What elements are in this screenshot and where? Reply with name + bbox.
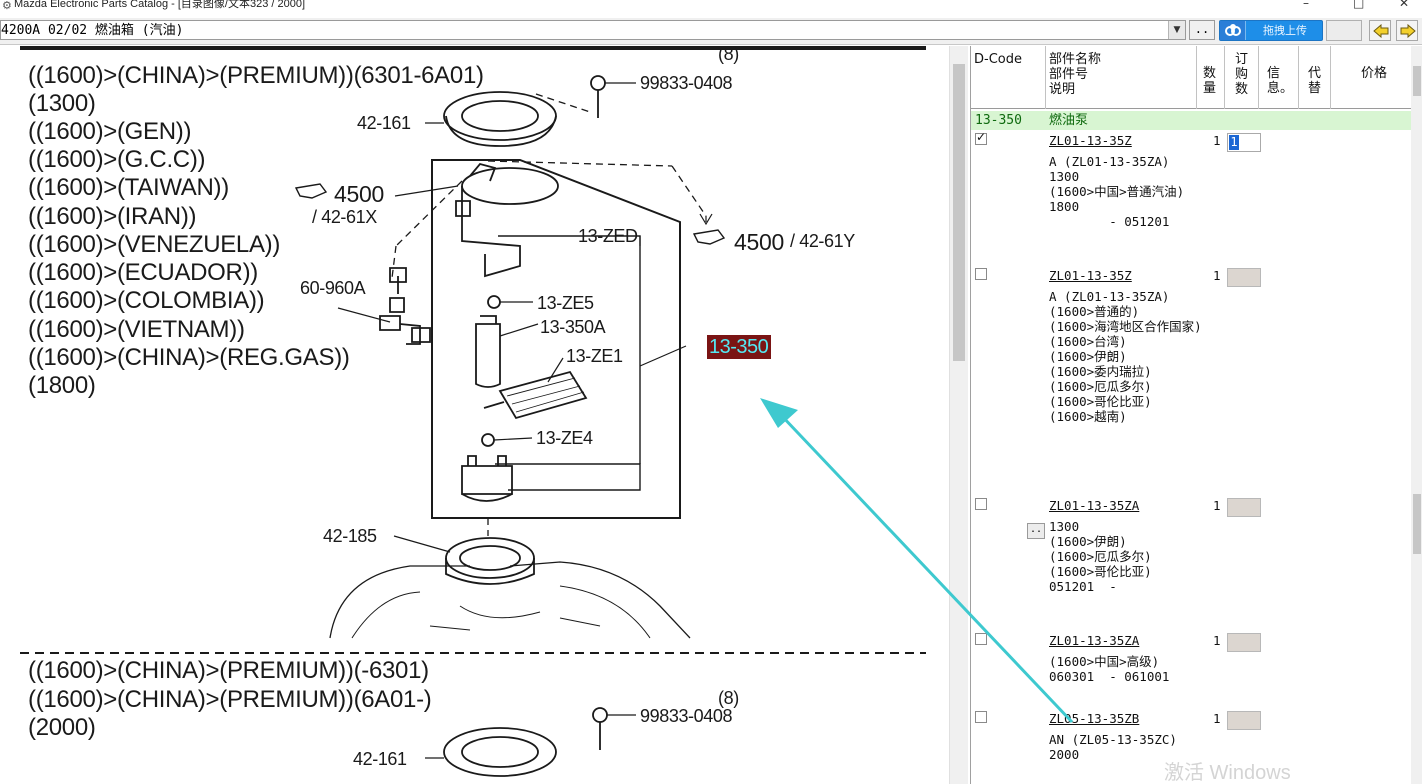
scrollbar-thumb[interactable] xyxy=(953,64,965,361)
callout-4500-left[interactable]: 4500 xyxy=(334,181,384,207)
part-number-link[interactable]: ZL05-13-35ZB xyxy=(1049,711,1140,726)
order-quantity-input[interactable] xyxy=(1227,633,1261,652)
condition-line: ((1600)>(ECUADOR)) xyxy=(28,259,258,286)
condition-line: ((1600)>(CHINA)>(PREMIUM))(-6301) xyxy=(28,657,429,684)
condition-line: ((1600)>(G.C.C)) xyxy=(28,146,206,173)
quantity: 1 xyxy=(1213,711,1221,726)
order-quantity-input[interactable]: 1 xyxy=(1227,133,1261,152)
previous-button[interactable] xyxy=(1369,20,1391,41)
minimize-button[interactable]: – xyxy=(1303,0,1309,10)
column-header-replace[interactable]: 代 替 xyxy=(1299,46,1331,109)
row-checkbox[interactable] xyxy=(975,711,987,723)
callout-42-161[interactable]: 42-161 xyxy=(353,749,407,769)
condition-line: (1300) xyxy=(28,90,96,117)
row-checkbox[interactable] xyxy=(975,130,987,145)
quantity: 1 xyxy=(1213,133,1221,148)
quantity: 1 xyxy=(1213,633,1221,648)
part-number-link[interactable]: ZL01-13-35ZA xyxy=(1049,498,1140,513)
part-number-link[interactable]: ZL01-13-35ZA xyxy=(1049,633,1140,648)
close-button[interactable]: ✕ xyxy=(1399,0,1410,10)
group-row[interactable]: 13-350 燃油泵 xyxy=(971,111,1411,130)
condition-line: ((1600)>(VIETNAM)) xyxy=(28,316,245,343)
window-title-bar: ⚙ Mazda Electronic Parts Catalog - [目录图像… xyxy=(0,0,1422,14)
condition-line: (1800) xyxy=(28,372,96,399)
order-quantity-input[interactable] xyxy=(1227,711,1261,730)
upload-button[interactable]: 拖拽上传 xyxy=(1219,20,1323,41)
column-header-order[interactable]: 订 购 数 xyxy=(1225,46,1259,109)
row-checkbox[interactable] xyxy=(975,498,987,510)
quantity: 1 xyxy=(1213,498,1221,513)
callout-60-960a[interactable]: 60-960A xyxy=(300,278,366,298)
row-checkbox[interactable] xyxy=(975,268,987,280)
callout-bolt-99833-0408[interactable]: 99833-0408 xyxy=(640,73,733,93)
next-button[interactable] xyxy=(1396,20,1418,41)
arrow-left-icon xyxy=(1373,24,1389,38)
callout-42-185[interactable]: 42-185 xyxy=(323,526,377,546)
row-checkbox[interactable] xyxy=(975,633,987,645)
condition-line: ((1600)>(GEN)) xyxy=(28,118,192,145)
callout-13-ze1[interactable]: 13-ZE1 xyxy=(566,346,623,366)
condition-line: ((1600)>(IRAN)) xyxy=(28,203,197,230)
parts-table: D-Code 部件名称 部件号 说明 数 量 订 购 数 信 息。 代 替 价格… xyxy=(970,46,1422,784)
callout-qty: (8) xyxy=(718,688,739,708)
browse-button[interactable]: .. xyxy=(1189,20,1215,40)
callout-42-61x[interactable]: / 42-61X xyxy=(312,207,377,227)
part-number-link[interactable]: ZL01-13-35Z xyxy=(1049,268,1132,283)
part-description: A (ZL01-13-35ZA) 1300 (1600>中国>普通汽油) 180… xyxy=(1049,154,1185,229)
callout-13-350a[interactable]: 13-350A xyxy=(540,317,606,337)
condition-line: ((1600)>(CHINA)>(PREMIUM))(6301-6A01) xyxy=(28,62,484,89)
condition-line: ((1600)>(TAIWAN)) xyxy=(28,174,229,201)
activation-watermark: 激活 Windows xyxy=(1164,762,1291,784)
scrollbar-thumb[interactable] xyxy=(1413,66,1421,96)
scrollbar-thumb[interactable] xyxy=(1413,494,1421,554)
callout-qty: (8) xyxy=(718,46,739,64)
part-description: (1600>中国>高级) 060301 - 061001 xyxy=(1049,654,1170,684)
part-description: 1300 (1600>伊朗) (1600>厄瓜多尔) (1600>哥伦比亚) 0… xyxy=(1049,519,1152,594)
column-header-dcode[interactable]: D-Code xyxy=(971,46,1046,109)
arrow-right-icon xyxy=(1400,24,1416,38)
callout-42-61y[interactable]: / 42-61Y xyxy=(790,231,855,251)
maximize-button[interactable]: □ xyxy=(1353,0,1365,10)
condition-line: (2000) xyxy=(28,714,96,741)
group-code: 13-350 xyxy=(975,113,1022,128)
app-icon: ⚙ xyxy=(2,0,12,12)
callout-4500-right[interactable]: 4500 xyxy=(734,229,784,255)
section-select[interactable]: 4200A 02/02 燃油箱 (汽油) ▼ xyxy=(0,20,1186,40)
toolbar: 4200A 02/02 燃油箱 (汽油) ▼ .. 拖拽上传 xyxy=(0,18,1422,45)
table-scrollbar[interactable] xyxy=(1411,46,1422,784)
diagram-scrollbar[interactable] xyxy=(949,46,968,784)
callout-13-ze4[interactable]: 13-ZE4 xyxy=(536,428,593,448)
callout-42-161[interactable]: 42-161 xyxy=(357,113,411,133)
more-button[interactable]: .. xyxy=(1027,523,1045,539)
part-description: A (ZL01-13-35ZA) (1600>普通的) (1600>海湾地区合作… xyxy=(1049,289,1202,424)
parts-diagram[interactable]: ((1600)>(CHINA)>(PREMIUM))(6301-6A01) (1… xyxy=(0,46,948,784)
condition-line: ((1600)>(CHINA)>(REG.GAS)) xyxy=(28,344,350,371)
column-header-info[interactable]: 信 息。 xyxy=(1259,46,1299,109)
condition-line: ((1600)>(CHINA)>(PREMIUM))(6A01-) xyxy=(28,686,432,713)
callout-bolt-99833-0408[interactable]: 99833-0408 xyxy=(640,706,733,726)
callout-13-350-selected[interactable]: 13-350 xyxy=(707,335,772,359)
order-quantity-input[interactable] xyxy=(1227,498,1261,517)
window-title: Mazda Electronic Parts Catalog - [目录图像/文… xyxy=(14,0,306,10)
condition-line: ((1600)>(COLOMBIA)) xyxy=(28,287,265,314)
baidu-cloud-icon xyxy=(1220,21,1246,40)
condition-line: ((1600)>(VENEZUELA)) xyxy=(28,231,281,258)
part-description: AN (ZL05-13-35ZC) 2000 xyxy=(1049,732,1177,762)
section-select-value: 4200A 02/02 燃油箱 (汽油) xyxy=(1,23,184,38)
callout-13-zed[interactable]: 13-ZED xyxy=(578,226,638,246)
column-header-qty[interactable]: 数 量 xyxy=(1197,46,1225,109)
quantity: 1 xyxy=(1213,268,1221,283)
column-header-name[interactable]: 部件名称 部件号 说明 xyxy=(1046,46,1197,109)
upload-label: 拖拽上传 xyxy=(1263,24,1307,37)
diagram-line-art xyxy=(20,46,926,777)
table-header: D-Code 部件名称 部件号 说明 数 量 订 购 数 信 息。 代 替 价格 xyxy=(971,46,1413,109)
callout-13-ze5[interactable]: 13-ZE5 xyxy=(537,293,594,313)
part-number-link[interactable]: ZL01-13-35Z xyxy=(1049,133,1132,148)
group-name: 燃油泵 xyxy=(1049,113,1089,128)
column-header-price[interactable]: 价格 xyxy=(1361,66,1388,81)
order-quantity-input[interactable] xyxy=(1227,268,1261,287)
chevron-down-icon[interactable]: ▼ xyxy=(1168,21,1185,39)
toolbar-blank-button[interactable] xyxy=(1326,20,1362,41)
